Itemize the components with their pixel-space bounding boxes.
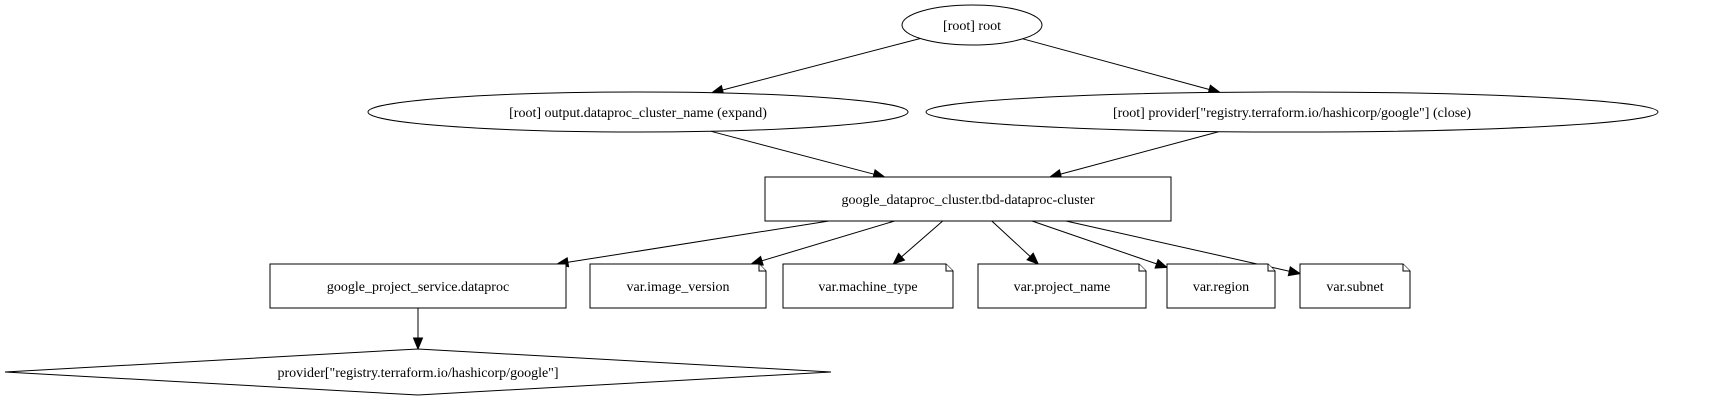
edge-provider_close-to-cluster (1048, 131, 1220, 180)
node-label: [root] provider["registry.terraform.io/h… (1113, 106, 1471, 121)
node-label: var.image_version (626, 280, 729, 295)
nodes-layer: [root] root [root] output.dataproc_cluste… (4, 4, 1659, 396)
note-fold (1402, 264, 1410, 272)
arrow-head (892, 252, 906, 265)
node-root: [root] root (901, 4, 1043, 46)
edge-line (901, 220, 944, 258)
node-image-version: var.image_version (589, 263, 767, 309)
edge-cluster-to-subnet (1065, 220, 1302, 277)
edge-output_name-to-cluster (710, 130, 886, 180)
node-label: var.machine_type (818, 280, 917, 295)
edge-line (567, 220, 829, 263)
note-shape (1166, 263, 1276, 309)
edge-line (761, 220, 895, 262)
arrow-head (1154, 258, 1169, 269)
node-output-name: [root] output.dataproc_cluster_name (exp… (367, 91, 909, 133)
arrow-head (412, 337, 424, 351)
ellipse-shape (925, 91, 1659, 133)
ellipse-shape (901, 4, 1043, 46)
node-project-service: google_project_service.dataproc (269, 263, 567, 309)
edge-cluster-to-project_name (991, 220, 1040, 265)
note-shape (782, 263, 954, 309)
note-fold (1267, 264, 1275, 272)
node-cluster: google_dataproc_cluster.tbd-dataproc-clu… (764, 176, 1172, 222)
edge-line (1022, 38, 1210, 90)
note-shape (977, 263, 1147, 309)
node-label: [root] output.dataproc_cluster_name (exp… (509, 106, 767, 121)
edge-line (1065, 220, 1290, 272)
edge-line (1060, 131, 1220, 175)
note-shape (1299, 263, 1411, 309)
note-fold (758, 264, 766, 272)
arrow-head (1026, 252, 1040, 265)
note-fold (1138, 264, 1146, 272)
note-shape (589, 263, 767, 309)
node-machine-type: var.machine_type (782, 263, 954, 309)
edge-line (1031, 220, 1157, 265)
node-region: var.region (1166, 263, 1276, 309)
node-provider-close: [root] provider["registry.terraform.io/h… (925, 91, 1659, 133)
arrow-head (1287, 265, 1302, 277)
node-project-name: var.project_name (977, 263, 1147, 309)
ellipse-shape (367, 91, 909, 133)
edge-cluster-to-image_version (750, 220, 895, 266)
box-shape (269, 263, 567, 309)
edge-cluster-to-project_service (555, 220, 829, 268)
note-fold (945, 264, 953, 272)
edge-cluster-to-region (1031, 220, 1169, 269)
node-label: var.subnet (1326, 280, 1383, 295)
node-label: provider["registry.terraform.io/hashicor… (277, 366, 558, 381)
node-label: var.project_name (1014, 280, 1111, 295)
node-provider: provider["registry.terraform.io/hashicor… (4, 348, 832, 396)
edge-line (722, 38, 921, 91)
diamond-shape (4, 348, 832, 396)
edge-root-to-provider_close (1022, 38, 1222, 95)
edge-line (991, 220, 1031, 257)
edge-cluster-to-machine_type (892, 220, 944, 265)
box-shape (764, 176, 1172, 222)
edge-root-to-output_name (710, 38, 921, 95)
node-label: var.region (1193, 280, 1249, 295)
node-label: google_project_service.dataproc (327, 280, 509, 295)
node-label: google_dataproc_cluster.tbd-dataproc-clu… (841, 193, 1094, 208)
edge-line (710, 130, 875, 175)
node-label: [root] root (943, 19, 1001, 34)
node-subnet: var.subnet (1299, 263, 1411, 309)
edge-project_service-to-provider (412, 308, 424, 351)
edges-layer (412, 38, 1302, 351)
